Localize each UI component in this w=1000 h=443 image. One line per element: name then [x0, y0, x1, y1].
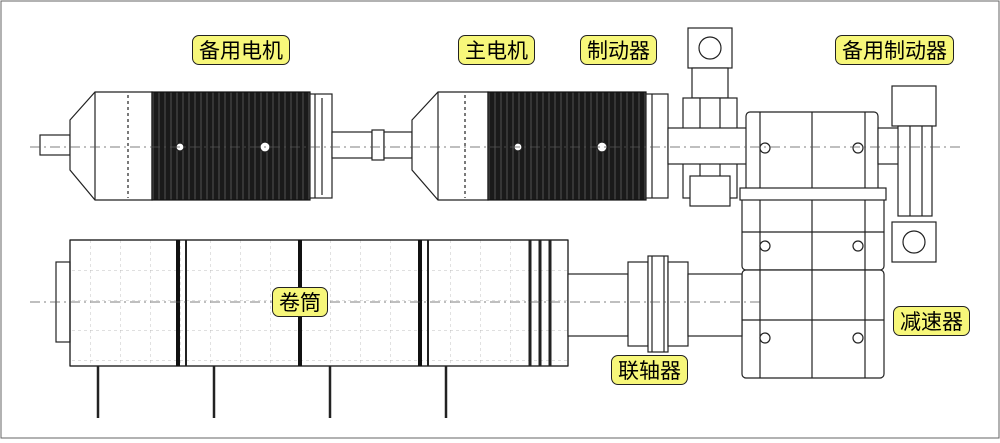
gearbox: [739, 111, 887, 379]
label-coupling: 联轴器: [611, 355, 688, 385]
label-spare-brake: 备用制动器: [835, 35, 954, 65]
brake-unit: [667, 27, 759, 207]
spare-motor: [39, 91, 373, 201]
label-main-motor: 主电机: [458, 35, 535, 65]
main-motor: [411, 91, 669, 201]
drum: [55, 239, 569, 418]
spare-brake-unit: [877, 85, 937, 263]
centerlines: [30, 146, 960, 303]
motor-coupling: [371, 129, 413, 161]
label-spare-motor: 备用电机: [192, 35, 290, 65]
label-brake: 制动器: [580, 35, 657, 65]
drum-coupling: [567, 255, 743, 353]
label-gearbox: 减速器: [893, 306, 970, 336]
label-drum: 卷筒: [272, 287, 328, 317]
